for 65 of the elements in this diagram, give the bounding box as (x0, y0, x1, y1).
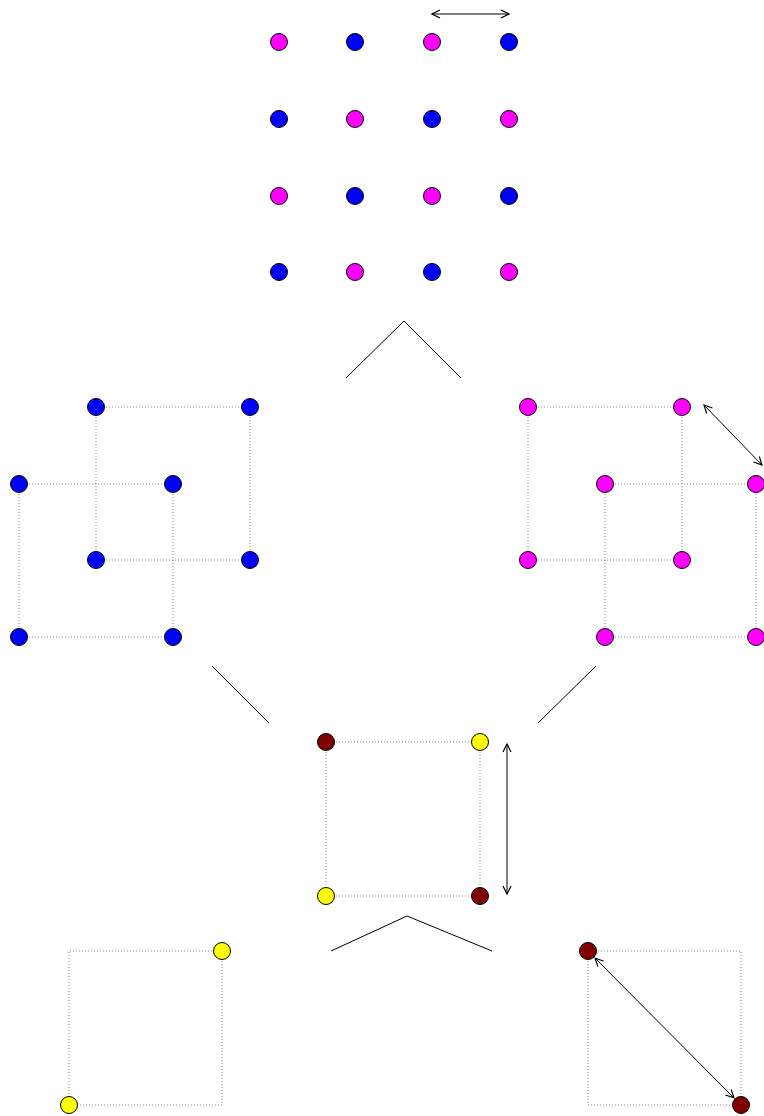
dotted-line (614, 636, 747, 638)
lattice-point (10, 475, 28, 493)
lattice-point (500, 33, 518, 51)
lattice-point (579, 942, 597, 960)
lattice-point (346, 110, 364, 128)
lattice-point (747, 628, 764, 646)
dotted-line (537, 406, 673, 408)
lattice-point (423, 33, 441, 51)
lattice-point (317, 887, 335, 905)
lattice-point (10, 628, 28, 646)
lattice-point (471, 887, 489, 905)
dotted-line (325, 751, 327, 887)
lattice-point (270, 110, 288, 128)
lattice-point (213, 942, 231, 960)
lattice-point (270, 33, 288, 51)
lattice-point (732, 1096, 750, 1114)
dotted-line (537, 559, 673, 561)
lattice-point (87, 398, 105, 416)
dotted-line (68, 950, 213, 1096)
arrow (502, 743, 512, 895)
lattice-point (519, 398, 537, 416)
lattice-point (500, 187, 518, 205)
dotted-line (527, 416, 529, 551)
dotted-line (28, 636, 164, 638)
lattice-point (423, 187, 441, 205)
dotted-line (78, 960, 223, 1106)
dotted-line (95, 416, 97, 551)
lattice-point (500, 263, 518, 281)
dotted-line (335, 741, 471, 743)
lattice-point (270, 263, 288, 281)
lattice-point (596, 628, 614, 646)
lattice-point (346, 263, 364, 281)
lattice-point (60, 1096, 78, 1114)
lattice-point (596, 475, 614, 493)
dotted-line (249, 416, 251, 551)
dotted-line (335, 895, 471, 897)
lattice-point (423, 110, 441, 128)
dotted-line (681, 416, 683, 551)
lattice-point (673, 398, 691, 416)
lattice-point (241, 551, 259, 569)
lattice-point (317, 733, 335, 751)
lattice-point (87, 551, 105, 569)
lattice-point (241, 398, 259, 416)
dotted-line (479, 751, 481, 887)
lattice-point (346, 33, 364, 51)
dotted-line (28, 483, 164, 485)
dotted-line (105, 406, 241, 408)
dotted-line (604, 493, 606, 628)
dotted-line (105, 559, 241, 561)
lattice-point (747, 475, 764, 493)
lattice-point (164, 628, 182, 646)
dotted-line (172, 493, 174, 628)
lattice-point (270, 187, 288, 205)
arrow (703, 404, 763, 466)
dotted-line (755, 493, 757, 628)
lattice-point (423, 263, 441, 281)
lattice-point (346, 187, 364, 205)
dotted-line (18, 493, 20, 628)
dotted-line (614, 483, 747, 485)
lattice-point (519, 551, 537, 569)
lattice-point (471, 733, 489, 751)
lattice-point (673, 551, 691, 569)
arrow (431, 9, 510, 19)
lattice-point (500, 110, 518, 128)
lattice-point (164, 475, 182, 493)
